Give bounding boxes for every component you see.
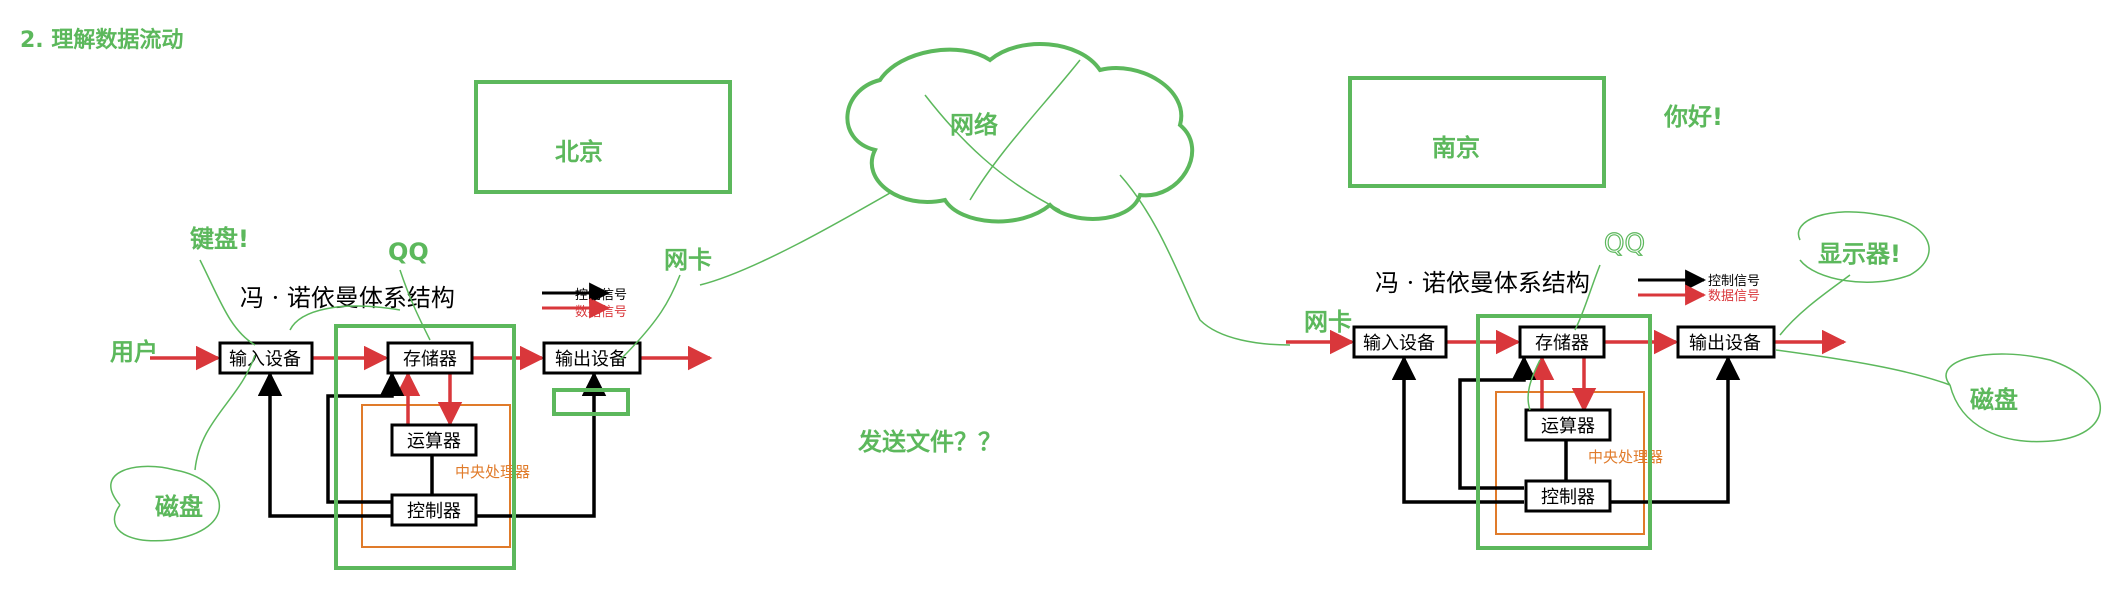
annotation-user-left: 用户 [110, 338, 158, 366]
cpu-highlight-right [1476, 314, 1652, 550]
diagram-title-right: 冯 · 诺依曼体系结构 [1375, 269, 1590, 297]
cpu-region-left [361, 404, 511, 548]
legend-control-text-right: 控制信号 [1708, 274, 1760, 289]
annotation-disk-left: 磁盘 [155, 493, 203, 521]
message-hello: 你好! [1663, 103, 1723, 131]
controller-label-right: 控制器 [1541, 487, 1595, 508]
control-arrow-to-memory-right [1458, 355, 1537, 490]
control-arrow-to-input-left [257, 371, 392, 518]
annotation-disk-right: 磁盘 [1970, 386, 2018, 414]
control-arrow-to-memory-left [326, 371, 405, 504]
annotation-nic-left: 网卡 [664, 246, 712, 274]
input-device-box-right [1352, 325, 1448, 359]
annotation-nic-right: 网卡 [1304, 308, 1352, 336]
annotation-qq-left: QQ [388, 238, 429, 266]
page-heading: 2. 理解数据流动 [20, 28, 184, 53]
von-neumann-diagram-right: 冯 · 诺依曼体系结构 控制信号 数据信号 中央处理器 输入设备 存储器 输出设… [1286, 269, 1847, 535]
annotation-display-right: 显示器! [1818, 240, 1901, 268]
output-device-box-left [542, 341, 642, 375]
control-arrow-to-output-right [1604, 355, 1741, 504]
output-device-label-left: 输出设备 [555, 349, 627, 370]
alu-box-right [1524, 408, 1612, 442]
cpu-region-right [1495, 391, 1645, 535]
network-cloud [845, 42, 1291, 346]
sketch-lines-right [1527, 211, 2101, 443]
nic-highlight-left [552, 388, 630, 416]
alu-label-right: 运算器 [1541, 416, 1595, 437]
nanjing-label: 南京 [1432, 134, 1480, 162]
controller-box-right [1524, 479, 1612, 513]
sketch-lines-left [110, 169, 931, 542]
cpu-label-right: 中央处理器 [1588, 448, 1663, 466]
controller-label-left: 控制器 [407, 501, 461, 522]
memory-box-right [1518, 325, 1606, 359]
beijing-label: 北京 [555, 138, 603, 166]
cpu-label-left: 中央处理器 [455, 463, 530, 481]
control-arrow-to-input-right [1391, 355, 1524, 504]
memory-box-left [386, 341, 474, 375]
alu-label-left: 运算器 [407, 431, 461, 452]
alu-box-left [390, 423, 478, 457]
annotation-keyboard-left: 键盘! [190, 225, 249, 253]
controller-box-left [390, 493, 478, 527]
message-send-file: 发送文件？？ [857, 428, 1002, 456]
cloud-label: 网络 [950, 111, 998, 139]
legend-control-text-left: 控制信号 [575, 288, 627, 303]
cpu-highlight-left [334, 324, 516, 570]
legend-data-text-left: 数据信号 [575, 305, 627, 320]
diagram-title-left: 冯 · 诺依曼体系结构 [240, 284, 455, 312]
memory-label-right: 存储器 [1535, 333, 1589, 354]
input-device-label-right: 输入设备 [1363, 333, 1435, 354]
memory-label-left: 存储器 [403, 349, 457, 370]
beijing-box [474, 80, 732, 194]
annotation-qq-right: QQ [1604, 229, 1645, 259]
output-device-label-right: 输出设备 [1689, 333, 1761, 354]
input-device-box-left [218, 341, 314, 375]
input-device-label-left: 输入设备 [229, 349, 301, 370]
von-neumann-diagram-left: 冯 · 诺依曼体系结构 控制信号 数据信号 中央处理器 输入设备 存储器 输出设… [150, 282, 713, 548]
legend-data-text-right: 数据信号 [1708, 289, 1760, 304]
nanjing-box [1348, 76, 1606, 188]
output-device-box-right [1676, 325, 1776, 359]
control-arrow-to-output-left [472, 371, 607, 518]
